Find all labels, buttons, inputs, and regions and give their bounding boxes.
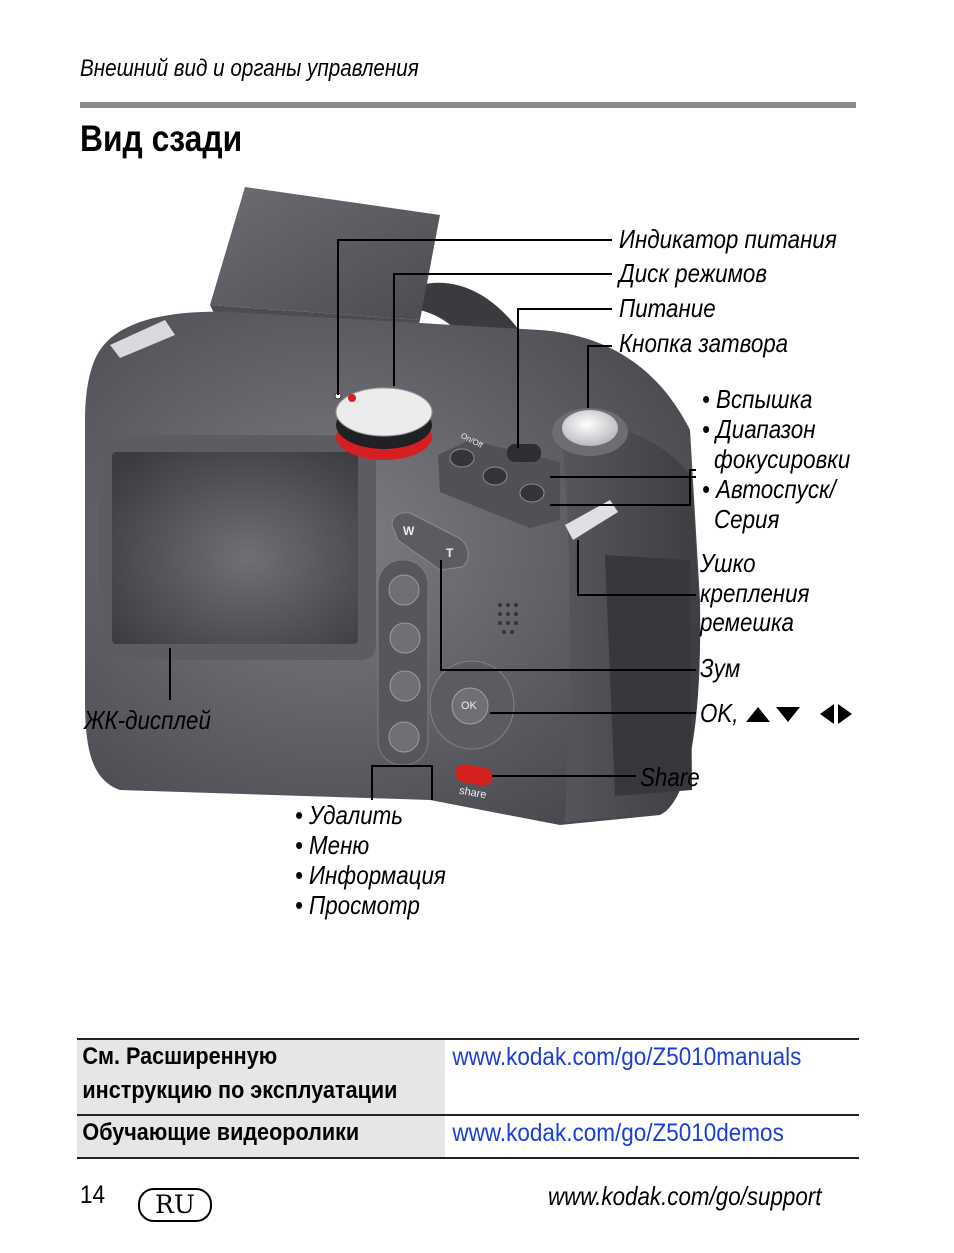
table-bottom-rule (77, 1157, 859, 1159)
manuals-link[interactable]: www.kodak.com/go/Z5010manuals (452, 1043, 802, 1071)
label-ok: OK, (700, 698, 739, 728)
share-button (455, 764, 493, 786)
power-switch (507, 444, 541, 462)
menu-button (389, 622, 421, 654)
grip-panel (605, 555, 692, 796)
top-button-timer (519, 483, 545, 503)
label-shutter: Кнопка затвора (619, 328, 789, 358)
label-flash: • Вспышка (702, 384, 813, 414)
page-number: 14 (80, 1181, 106, 1209)
left-strap-lug (110, 320, 175, 358)
flash-unit (210, 187, 440, 320)
label-strap-3: ремешка (700, 607, 794, 637)
zoom-rocker (391, 512, 469, 571)
label-self-timer: • Автоспуск/ (702, 474, 836, 504)
top-button-flash (449, 448, 475, 468)
label-power-indicator: Индикатор питания (619, 224, 837, 254)
zoom-t-mark: T (446, 546, 454, 560)
row1-label-line2: инструкцию по эксплуатации (82, 1077, 398, 1104)
table-cell-link: www.kodak.com/go/Z5010manuals (447, 1040, 841, 1074)
left-arrow-icon (820, 704, 834, 724)
page-title: Вид сзади (80, 118, 243, 159)
speaker-grille (498, 603, 518, 634)
label-focus-range: • Диапазон (702, 414, 816, 444)
label-review: • Просмотр (295, 890, 420, 920)
support-url[interactable]: www.kodak.com/go/support (548, 1181, 822, 1211)
ok-mark: OK (461, 700, 477, 712)
zoom-w-mark: W (403, 524, 415, 538)
top-button-focus (482, 466, 508, 486)
label-zoom: Зум (700, 653, 741, 683)
label-mode-dial: Диск режимов (619, 258, 768, 288)
row1-label-line1: См. Расширенную (82, 1043, 278, 1070)
language-badge: RU (138, 1188, 212, 1222)
label-delete: • Удалить (295, 800, 404, 830)
header-rule (80, 102, 856, 108)
mode-dial-top (335, 387, 433, 437)
label-strap-2: крепления (700, 578, 810, 608)
arrow-glyphs (746, 704, 852, 724)
shutter-button (562, 410, 618, 446)
table-cell-link: www.kodak.com/go/Z5010demos (447, 1116, 821, 1150)
down-arrow-icon (776, 707, 800, 722)
dpad-ok (451, 687, 489, 725)
table-cell-label: Обучающие видеоролики (77, 1116, 445, 1157)
table-mid-rule (77, 1114, 859, 1116)
label-self-timer-2: Серия (714, 504, 780, 534)
leader-lines (169, 239, 696, 800)
label-strap-1: Ушко (700, 548, 756, 578)
strap-eyelet (565, 500, 618, 540)
table-top-rule (77, 1038, 859, 1040)
label-menu: • Меню (295, 830, 370, 860)
review-button (388, 721, 420, 753)
table-row: Обучающие видеоролики www.kodak.com/go/Z… (77, 1116, 859, 1157)
table-row: См. Расширенную инструкцию по эксплуатац… (77, 1040, 859, 1114)
up-arrow-icon (746, 707, 770, 722)
info-button (389, 670, 421, 702)
right-arrow-icon (838, 704, 852, 724)
demos-link[interactable]: www.kodak.com/go/Z5010demos (452, 1119, 784, 1147)
label-share: Share (640, 762, 700, 792)
label-focus-range-2: фокусировки (714, 444, 851, 474)
running-header: Внешний вид и органы управления (80, 55, 419, 82)
label-info: • Информация (295, 860, 446, 890)
row2-label: Обучающие видеоролики (82, 1119, 360, 1146)
label-lcd: ЖК-дисплей (84, 705, 211, 735)
lcd-screen (112, 452, 358, 644)
table-cell-label: См. Расширенную инструкцию по эксплуатац… (77, 1040, 445, 1114)
delete-button (388, 574, 420, 606)
label-power: Питание (619, 293, 716, 323)
